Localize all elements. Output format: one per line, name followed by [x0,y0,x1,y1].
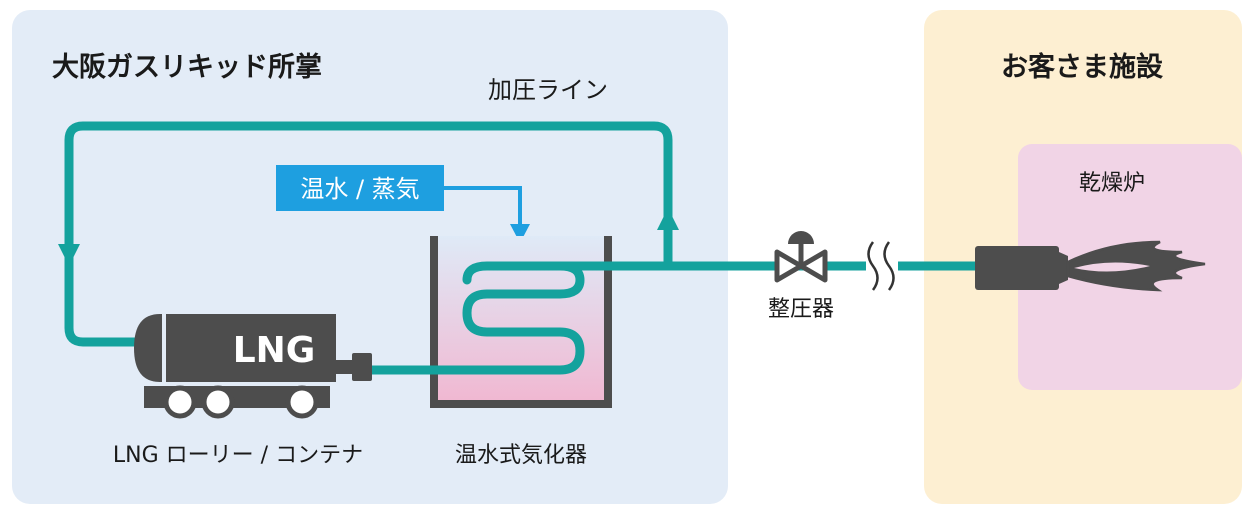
vaporizer-label: 温水式気化器 [455,443,587,468]
lorry-valve [352,353,372,381]
lorry-wheel-3 [285,385,319,419]
regulator-label: 整圧器 [768,297,834,322]
pressurize-line [64,121,673,347]
lorry-wheel-1 [163,385,197,419]
pressurize-line-label: 加圧ライン [488,76,608,104]
lorry-coupling [336,360,352,374]
right-panel-title: お客さま施設 [1001,51,1164,83]
lng-lorry: LNG [134,314,372,419]
burner-nozzle [1059,252,1068,284]
vaporizer-shell [430,236,612,408]
heat-arrow-head [510,224,530,243]
pressurize-arrow-up [657,208,679,230]
valve-icon [774,231,828,283]
vaporizer-fill [434,236,608,404]
pressurize-arrow-down [58,244,80,266]
tank-badge: LNG [233,330,316,371]
heat-source-label: 温水 / 蒸気 [300,175,419,203]
lorry-tank-band [162,314,166,382]
vaporizer-coil [370,261,585,375]
left-panel-title: 大阪ガスリキッド所掌 [52,52,322,83]
heat-arrow-line [444,186,522,226]
burner-body [975,246,1059,290]
wavy-break-icon [867,241,895,291]
heat-source-box [276,165,444,211]
lorry-tank [134,314,336,382]
burner-flame-icon [1066,240,1206,292]
left-panel [12,10,728,504]
lorry-wheel-2 [201,385,235,419]
lorry-label: LNG ローリー / コンテナ [113,443,363,468]
dryer-label: 乾燥炉 [1079,171,1145,196]
